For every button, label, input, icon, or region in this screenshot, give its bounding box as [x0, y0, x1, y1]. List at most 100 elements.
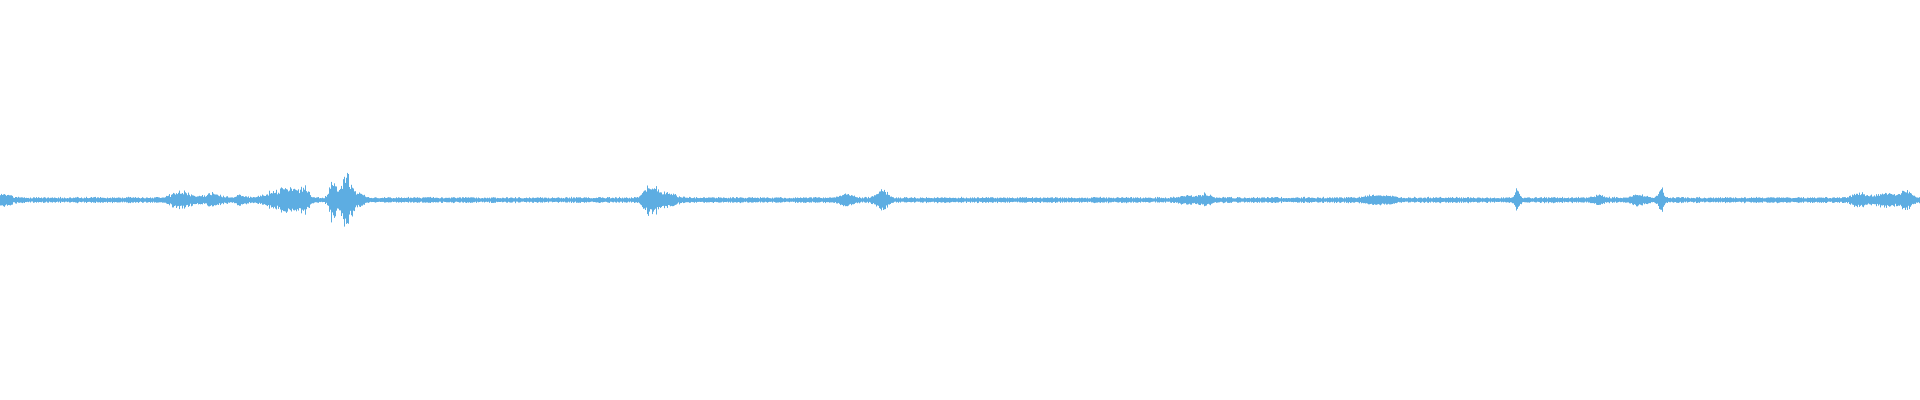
waveform-sample	[187, 195, 188, 205]
waveform-sample	[481, 198, 482, 202]
waveform-sample	[125, 198, 126, 202]
waveform-sample	[563, 198, 564, 203]
waveform-sample	[822, 198, 823, 202]
waveform-sample	[1517, 190, 1518, 209]
waveform-sample	[1793, 198, 1794, 202]
waveform-sample	[1276, 197, 1277, 203]
waveform-sample	[1039, 197, 1040, 203]
waveform-sample	[1107, 198, 1108, 202]
waveform-sample	[796, 198, 797, 202]
waveform-sample	[745, 197, 746, 203]
waveform-sample	[525, 198, 526, 202]
waveform-sample	[1272, 197, 1273, 203]
waveform-sample	[1258, 198, 1259, 202]
waveform-sample	[1284, 198, 1285, 202]
waveform-sample	[510, 197, 511, 203]
waveform-sample	[1322, 197, 1323, 203]
waveform-sample	[602, 197, 603, 203]
waveform-sample	[328, 193, 329, 206]
waveform-sample	[1343, 198, 1344, 202]
waveform-sample	[412, 198, 413, 202]
waveform-sample	[1332, 197, 1333, 203]
waveform-sample	[1306, 198, 1307, 203]
waveform-sample	[159, 197, 160, 203]
waveform-sample	[1374, 196, 1375, 205]
waveform-sample	[756, 198, 757, 203]
waveform-sample	[1179, 197, 1180, 203]
waveform-sample	[507, 197, 508, 203]
waveform-sample	[1058, 198, 1059, 202]
waveform-sample	[1599, 194, 1600, 205]
waveform-sample	[1085, 197, 1086, 202]
waveform-sample	[1852, 194, 1853, 205]
waveform-sample	[607, 197, 608, 203]
waveform-sample	[736, 197, 737, 203]
waveform-sample	[983, 197, 984, 203]
waveform-sample	[1352, 197, 1353, 203]
waveform-sample	[1333, 198, 1334, 202]
waveform-sample	[708, 197, 709, 203]
waveform-sample	[326, 196, 327, 203]
waveform-sample	[1390, 195, 1391, 205]
waveform-sample	[1763, 198, 1764, 202]
waveform-sample	[1675, 198, 1676, 202]
waveform-sample	[1739, 198, 1740, 202]
waveform-sample	[307, 192, 308, 207]
waveform-sample	[1638, 195, 1639, 206]
waveform-sample	[365, 196, 366, 203]
waveform-sample	[1342, 197, 1343, 202]
waveform-sample	[1253, 197, 1254, 203]
waveform-sample	[1912, 195, 1913, 204]
waveform-sample	[151, 198, 152, 202]
waveform-sample	[902, 198, 903, 202]
waveform-sample	[1367, 195, 1368, 204]
waveform-sample	[1856, 193, 1857, 207]
waveform-sample	[969, 198, 970, 202]
waveform-sample	[1164, 198, 1165, 202]
waveform-sample	[193, 195, 194, 204]
waveform-sample	[182, 193, 183, 209]
waveform-sample	[113, 197, 114, 202]
waveform-sample	[667, 192, 668, 208]
waveform-sample	[144, 198, 145, 202]
waveform-sample	[526, 197, 527, 203]
waveform-sample	[533, 197, 534, 203]
waveform-sample	[1406, 198, 1407, 202]
waveform-sample	[1048, 197, 1049, 203]
waveform-sample	[1238, 197, 1239, 203]
waveform-sample	[207, 194, 208, 206]
waveform-sample	[787, 198, 788, 202]
waveform-sample	[120, 197, 121, 203]
waveform-sample	[793, 197, 794, 202]
waveform-sample	[1229, 197, 1230, 203]
waveform-sample	[1876, 194, 1877, 207]
waveform-sample	[1466, 198, 1467, 202]
waveform-sample	[629, 197, 630, 203]
waveform-sample	[722, 198, 723, 202]
waveform-sample	[544, 197, 545, 203]
waveform-sample	[402, 198, 403, 202]
waveform-sample	[1138, 197, 1139, 203]
waveform-sample	[1605, 197, 1606, 203]
waveform-sample	[702, 198, 703, 202]
waveform-sample	[1414, 196, 1415, 203]
waveform-sample	[469, 197, 470, 203]
waveform-sample	[1509, 197, 1510, 203]
waveform-sample	[791, 198, 792, 202]
waveform-sample	[755, 197, 756, 203]
waveform-sample	[1448, 197, 1449, 203]
waveform-sample	[644, 190, 645, 209]
waveform-sample	[154, 197, 155, 203]
waveform-sample	[1819, 197, 1820, 203]
waveform-sample	[1853, 195, 1854, 205]
waveform-sample	[900, 197, 901, 203]
waveform-sample	[707, 197, 708, 203]
waveform-sample	[964, 198, 965, 202]
waveform-sample	[163, 197, 164, 203]
waveform-sample	[1891, 194, 1892, 206]
waveform-sample	[882, 191, 883, 208]
waveform-sample	[704, 197, 705, 203]
waveform-sample	[342, 188, 343, 214]
waveform-sample	[1170, 197, 1171, 203]
waveform-sample	[986, 197, 987, 203]
